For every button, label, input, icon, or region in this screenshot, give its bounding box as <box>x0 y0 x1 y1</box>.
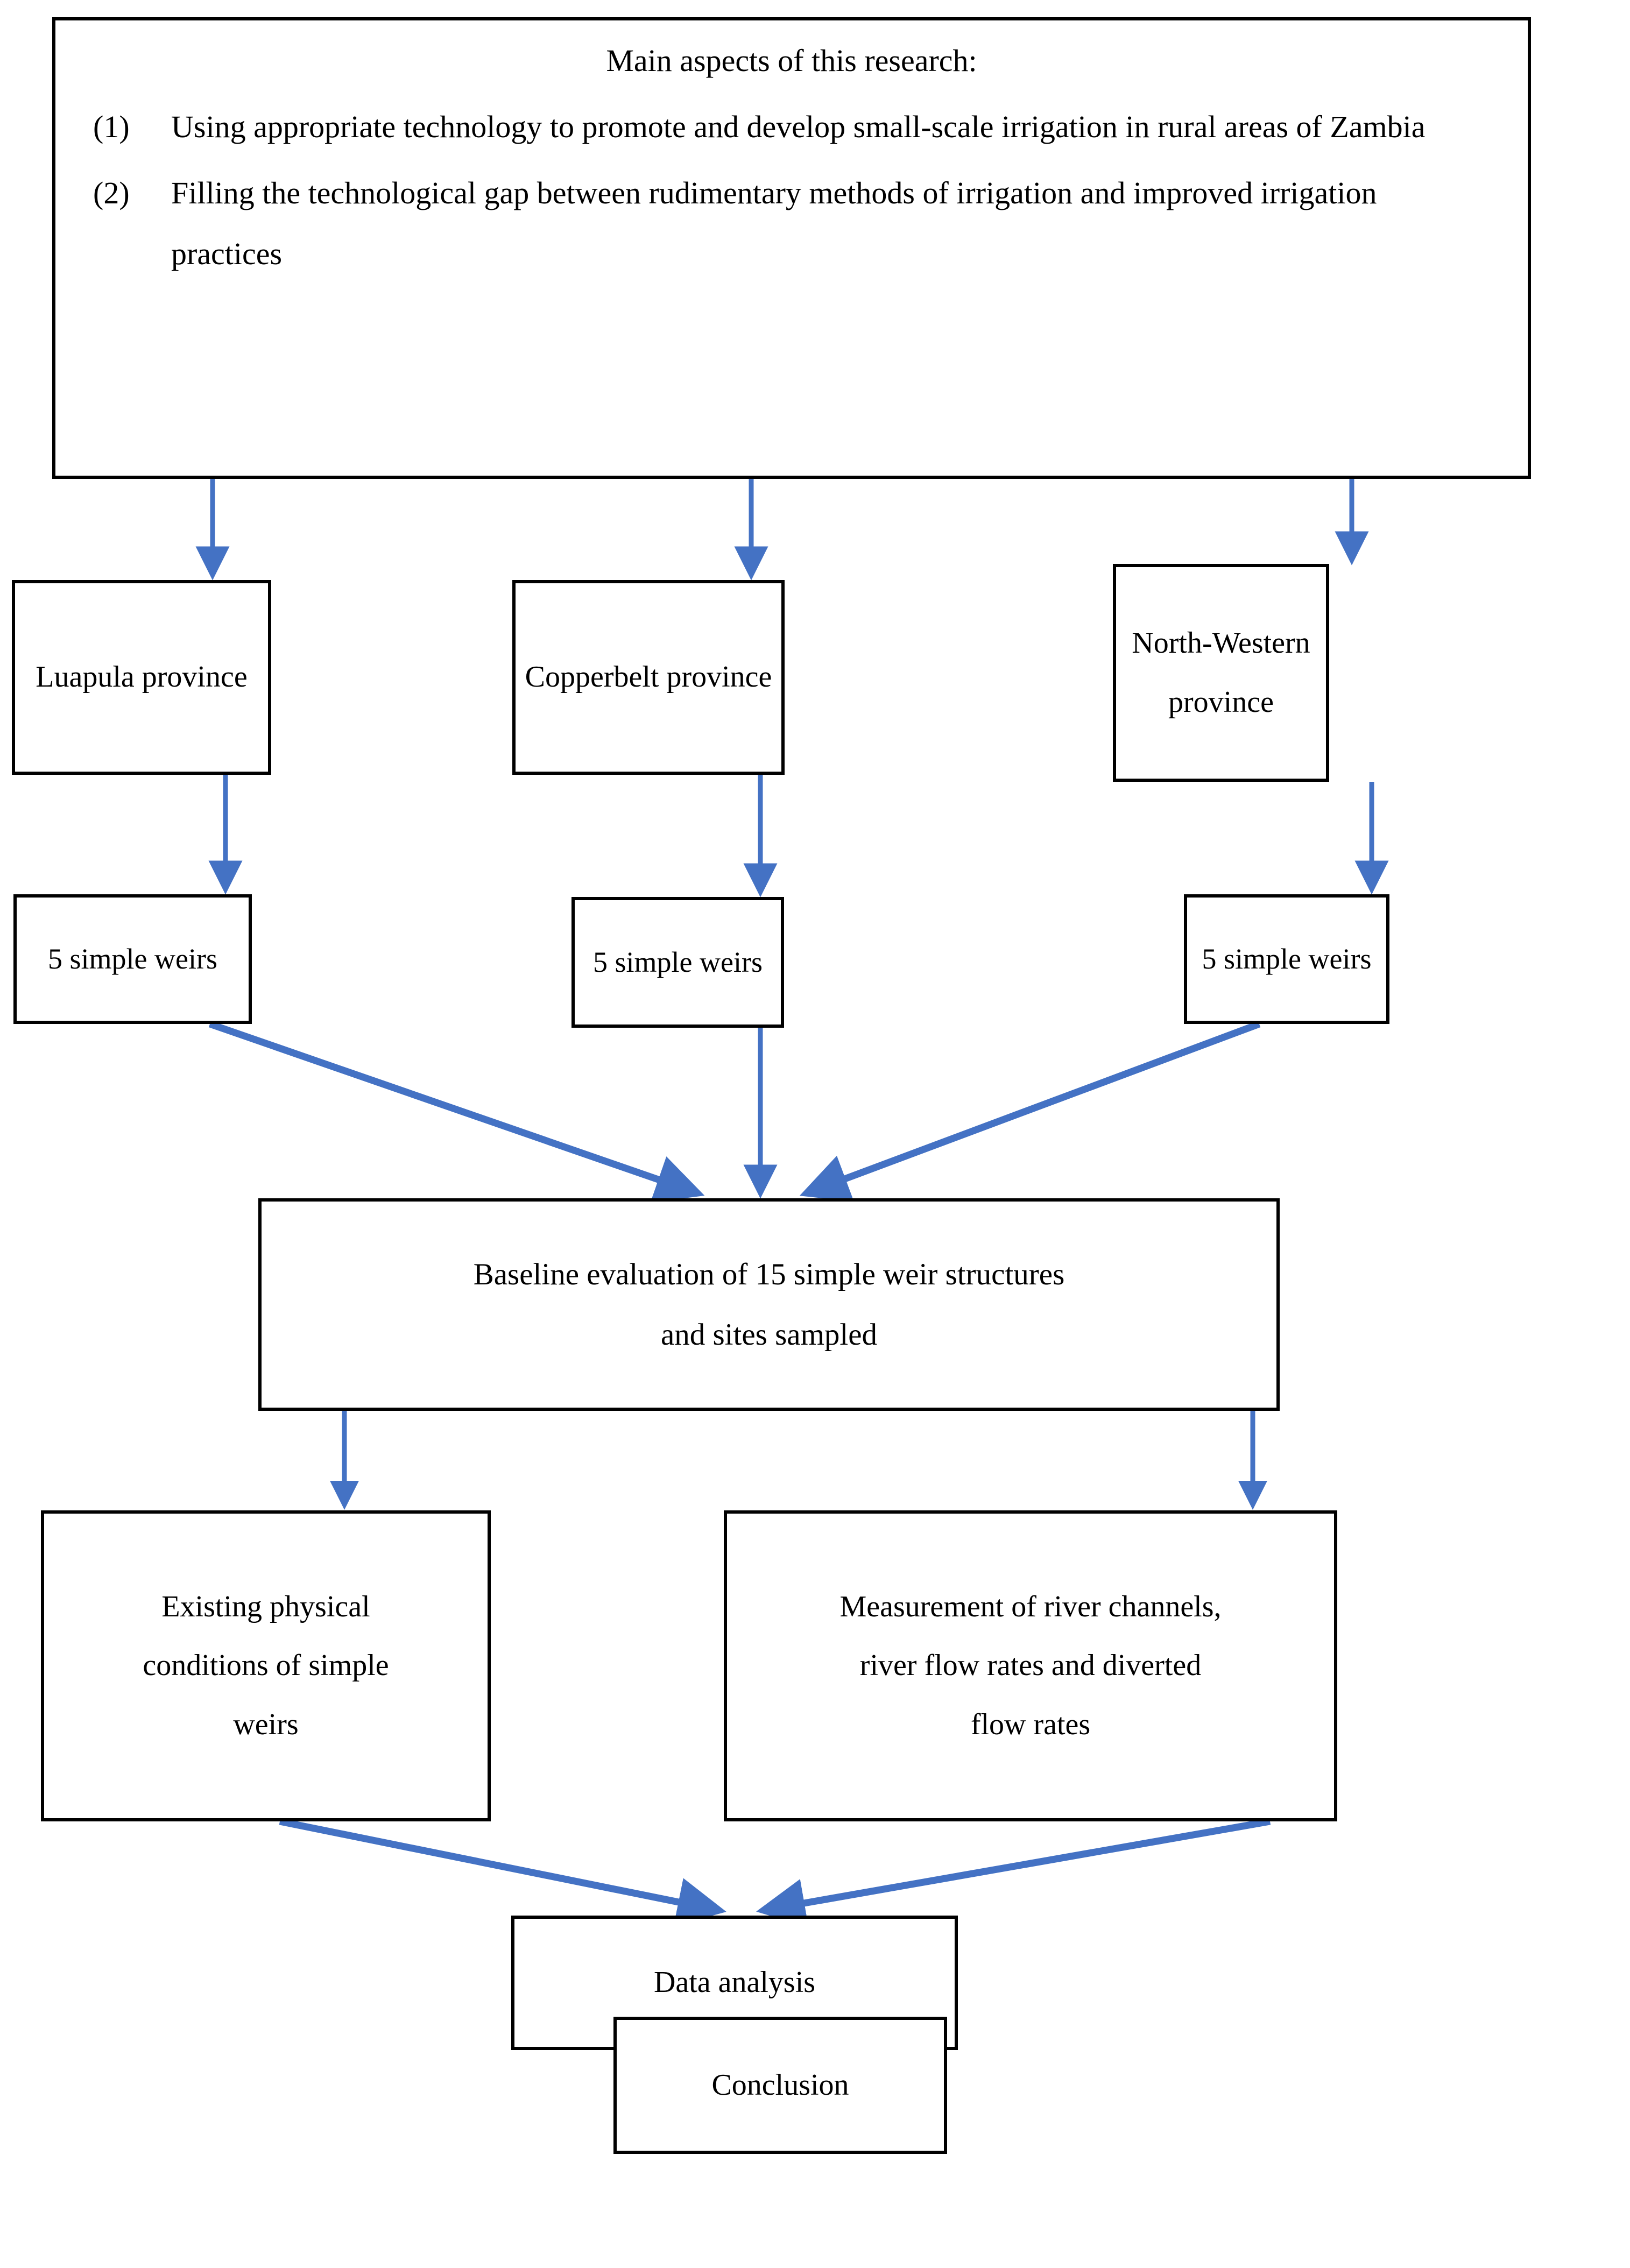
province-label-line1: North-Western <box>1132 626 1310 660</box>
main-aspects-list: (1) Using appropriate technology to prom… <box>93 96 1490 289</box>
province-label-line2: province <box>1168 685 1274 719</box>
edge-existing-to-analysis <box>279 1818 726 1926</box>
province-label: Luapula province <box>36 660 248 694</box>
existing-line2: conditions of simple <box>143 1649 389 1683</box>
conclusion-label: Conclusion <box>711 2068 849 2102</box>
existing-conditions-box: Existing physical conditions of simple w… <box>41 1510 491 1821</box>
main-aspects-box: Main aspects of this research: (1) Using… <box>52 17 1531 479</box>
baseline-line2: and sites sampled <box>660 1317 878 1352</box>
province-box-luapula: Luapula province <box>12 580 271 775</box>
measurement-box: Measurement of river channels, river flo… <box>724 1510 1337 1821</box>
weirs-box-copperbelt: 5 simple weirs <box>571 897 784 1028</box>
baseline-evaluation-box: Baseline evaluation of 15 simple weir st… <box>258 1198 1280 1411</box>
list-text: Using appropriate technology to promote … <box>171 109 1426 145</box>
measurement-line1: Measurement of river channels, <box>839 1590 1222 1624</box>
baseline-line1: Baseline evaluation of 15 simple weir st… <box>473 1257 1065 1292</box>
province-label: Copperbelt province <box>525 660 772 694</box>
edge-weirs-luapula-to-baseline <box>208 1020 705 1203</box>
existing-line1: Existing physical <box>161 1590 370 1624</box>
list-marker: (2) <box>93 175 130 211</box>
province-box-copperbelt: Copperbelt province <box>512 580 785 775</box>
list-text: Filling the technological gap between ru… <box>171 175 1377 272</box>
existing-line3: weirs <box>233 1707 299 1741</box>
edge-weirs-north-western-to-baseline <box>799 1020 1261 1202</box>
main-aspects-title: Main aspects of this research: <box>606 43 977 78</box>
list-item: (1) Using appropriate technology to prom… <box>93 96 1490 157</box>
measurement-line3: flow rates <box>970 1707 1091 1741</box>
data-analysis-label: Data analysis <box>653 1966 816 1999</box>
list-marker: (1) <box>93 109 130 145</box>
edge-measurement-to-analysis <box>756 1818 1271 1927</box>
weirs-box-luapula: 5 simple weirs <box>13 894 252 1024</box>
province-box-north-western: North-Western province <box>1113 564 1329 782</box>
weirs-label: 5 simple weirs <box>48 942 217 975</box>
weirs-label: 5 simple weirs <box>1202 942 1372 975</box>
list-item: (2) Filling the technological gap betwee… <box>93 162 1490 284</box>
measurement-line2: river flow rates and diverted <box>859 1649 1202 1683</box>
conclusion-box: Conclusion <box>613 2017 947 2154</box>
weirs-label: 5 simple weirs <box>593 945 763 978</box>
weirs-box-north-western: 5 simple weirs <box>1184 894 1389 1024</box>
